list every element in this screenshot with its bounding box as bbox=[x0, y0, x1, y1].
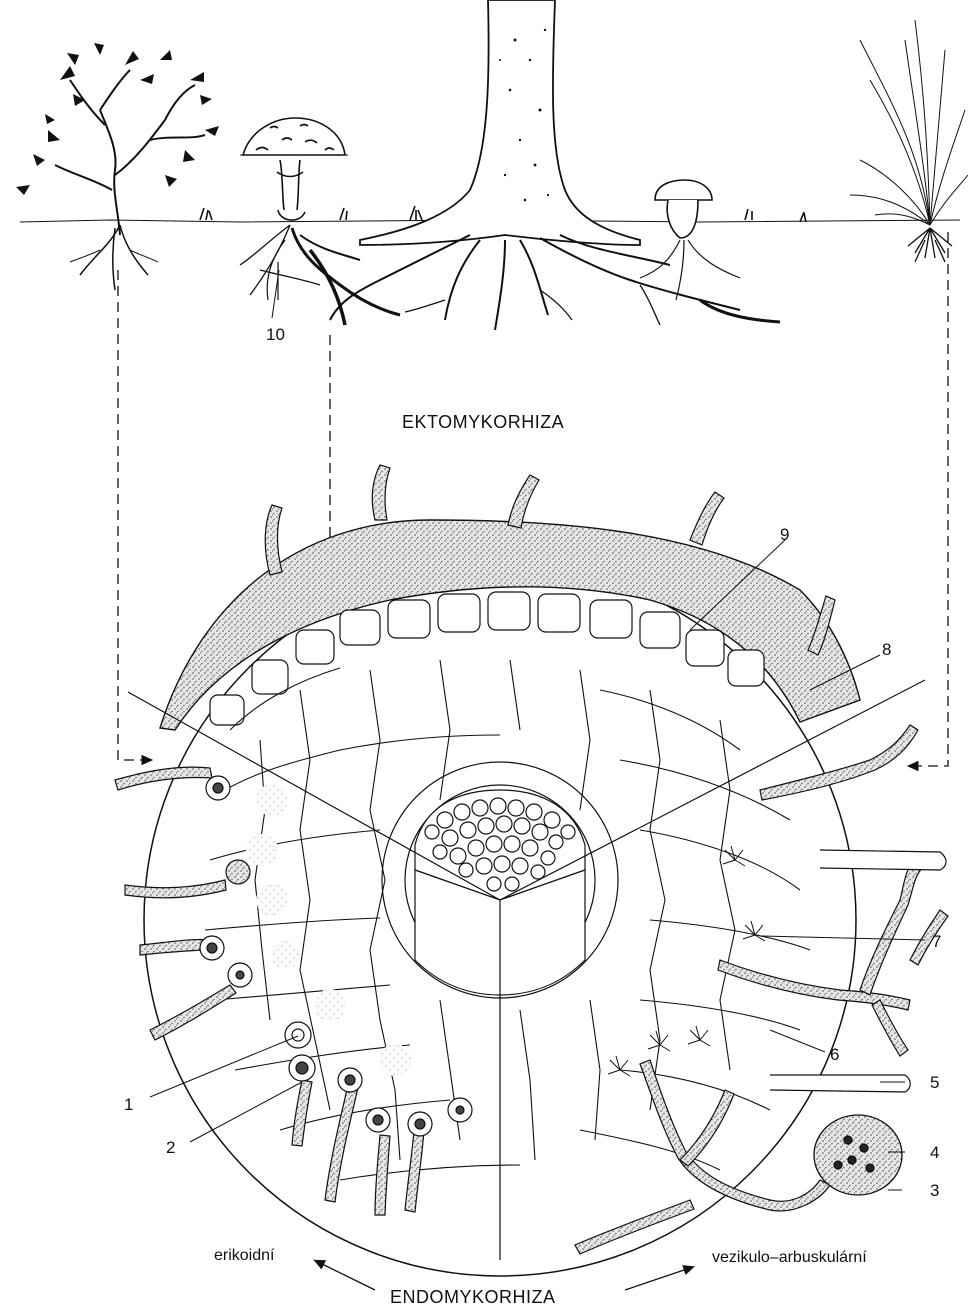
label-5: 5 bbox=[930, 1073, 939, 1092]
label-4: 4 bbox=[930, 1143, 939, 1162]
ericoid-shrub bbox=[16, 43, 219, 290]
grass-tuft bbox=[850, 20, 968, 262]
label-10: 10 bbox=[266, 325, 285, 344]
label-2: 2 bbox=[166, 1138, 175, 1157]
vesicle bbox=[814, 1115, 902, 1195]
connector-va bbox=[912, 232, 948, 766]
root-cross-section bbox=[115, 465, 948, 1276]
root-hair bbox=[770, 1075, 910, 1092]
label-ektomykorhiza: EKTOMYKORHIZA bbox=[402, 412, 564, 432]
label-8: 8 bbox=[882, 640, 891, 659]
label-endomykorhiza: ENDOMYKORHIZA bbox=[390, 1287, 556, 1307]
label-7: 7 bbox=[932, 932, 941, 951]
label-3: 3 bbox=[930, 1181, 939, 1200]
label-1: 1 bbox=[124, 1095, 133, 1114]
bolete-mushroom bbox=[640, 180, 740, 300]
label-9: 9 bbox=[780, 525, 789, 544]
label-vezikulo-arbuskularni: vezikulo–arbuskulární bbox=[712, 1249, 867, 1266]
toadstool-mushroom bbox=[240, 118, 348, 220]
tree-trunk bbox=[360, 0, 640, 245]
connector-ericoid bbox=[118, 270, 148, 760]
label-6: 6 bbox=[830, 1045, 839, 1064]
label-erikoidni: erikoidní bbox=[214, 1247, 275, 1264]
